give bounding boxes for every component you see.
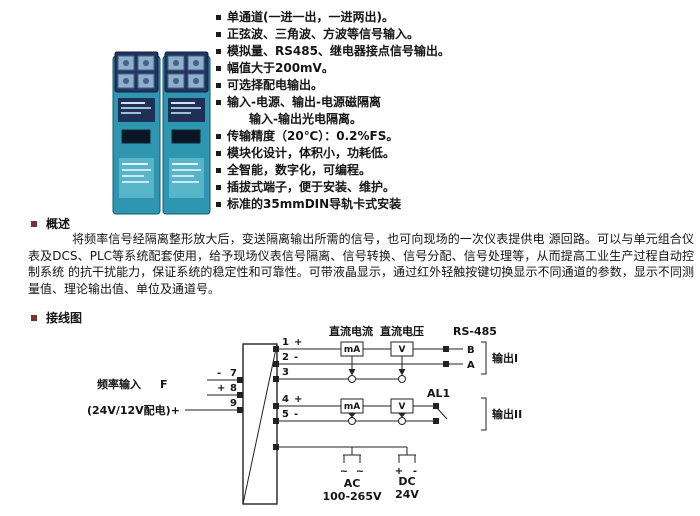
terminal-9: 9: [230, 398, 237, 409]
dc-plus-symbol: +: [395, 466, 403, 477]
product-photo: [112, 48, 212, 222]
feature-item: 标准的35mmDIN导轨卡式安装: [216, 196, 686, 213]
v-unit-label: V: [399, 402, 406, 412]
section-marker-icon: [31, 220, 37, 227]
diagram-lines: [185, 341, 487, 505]
polarity-minus: -: [294, 352, 298, 363]
output2-bracket: [481, 397, 487, 431]
feature-item: 插拔式端子，便于安装、维护。: [216, 179, 686, 196]
terminal-4: 4: [282, 394, 289, 405]
diagram-pads: [237, 346, 449, 450]
overview-heading-label: 概述: [46, 217, 71, 231]
polarity-plus: +: [294, 337, 302, 348]
frequency-input-label: 频率输入: [97, 377, 141, 391]
ac-tilde-symbol: ~: [356, 466, 364, 477]
feature-item: 全智能，数字化，可编程。: [216, 162, 686, 179]
ac-label: AC: [344, 477, 361, 490]
isolator-modules-image: [112, 51, 211, 215]
feature-item: 单通道(一进一出，一进两出)。: [216, 9, 686, 26]
terminal-8: 8: [230, 383, 237, 394]
current-arrow-icon: [348, 369, 356, 376]
feature-list: 单通道(一进一出，一进两出)。 正弦波、三角波、方波等信号输入。 模拟量、RS4…: [216, 9, 686, 213]
feature-item: 传输精度（20℃）：0.2%FS。: [216, 128, 686, 145]
feature-item: 输入-电源、输出-电源磁隔离: [216, 94, 686, 111]
overview-paragraph: 将频率信号经隔离整形放大后，变送隔离输出所需的信号，也可向现场的一次仪表提供电 …: [28, 232, 694, 296]
ma-unit-label: mA: [344, 402, 360, 412]
terminal-3: 3: [282, 367, 289, 378]
output1-label: 输出I: [492, 351, 518, 365]
section-marker-icon: [31, 314, 37, 321]
polarity-minus: -: [294, 409, 298, 420]
wiring-diagram: 直流电流 直流电压 RS-485 mA V mA V B A 输出I 输出II …: [85, 322, 605, 516]
rs485-b-label: B: [467, 345, 475, 356]
dc-label: DC: [398, 475, 415, 488]
dc-voltage-label: 直流电压: [380, 324, 424, 338]
terminal-7: 7: [230, 368, 237, 379]
ac-tilde-symbol: ~: [340, 466, 348, 477]
terminal-2: 2: [282, 352, 289, 363]
terminal-5: 5: [282, 409, 289, 420]
feature-item: 可选择配电输出。: [216, 77, 686, 94]
feature-item: 正弦波、三角波、方波等信号输入。: [216, 26, 686, 43]
isolation-diagonal: [242, 343, 278, 505]
diagram-labels: 直流电流 直流电压 RS-485 mA V mA V B A 输出I 输出II …: [87, 324, 522, 503]
current-arrow-icon: [398, 369, 406, 376]
frequency-symbol-label: F: [160, 378, 168, 391]
al1-label: AL1: [427, 387, 450, 400]
polarity-plus: +: [217, 383, 225, 394]
current-arrow-icon: [348, 413, 356, 418]
dc-current-label: 直流电流: [329, 324, 373, 338]
feature-item: 模拟量、RS485、继电器接点信号输出。: [216, 43, 686, 60]
dc-value-label: 24V: [395, 488, 419, 501]
current-arrow-icon: [398, 413, 406, 418]
wiring-heading: 接线图: [31, 309, 82, 326]
ac-range-label: 100-265V: [322, 490, 381, 503]
ma-unit-label: mA: [344, 345, 360, 355]
polarity-minus: -: [217, 368, 221, 379]
feature-item: 幅值大于200mV。: [216, 60, 686, 77]
module-right: [162, 51, 211, 215]
polarity-plus: +: [294, 394, 302, 405]
feature-item-continuation: 输入-输出光电隔离。: [249, 112, 362, 126]
dc-minus-symbol: -: [413, 466, 417, 477]
output2-label: 输出II: [492, 407, 522, 421]
v-unit-label: V: [399, 345, 406, 355]
wiring-heading-label: 接线图: [46, 311, 83, 325]
output1-bracket: [481, 341, 487, 375]
module-left: [112, 51, 161, 215]
terminal-1: 1: [282, 337, 289, 348]
al1-contact-symbol: [436, 407, 448, 420]
rs485-a-label: A: [467, 360, 475, 371]
power-feed-label: (24V/12V配电)+: [87, 403, 180, 417]
feature-item: 模块化设计，体积小，功耗低。: [216, 145, 686, 162]
overview-heading: 概述: [31, 215, 70, 232]
wiring-diagram-svg: 直流电流 直流电压 RS-485 mA V mA V B A 输出I 输出II …: [87, 324, 522, 505]
rs485-label: RS-485: [453, 325, 497, 338]
